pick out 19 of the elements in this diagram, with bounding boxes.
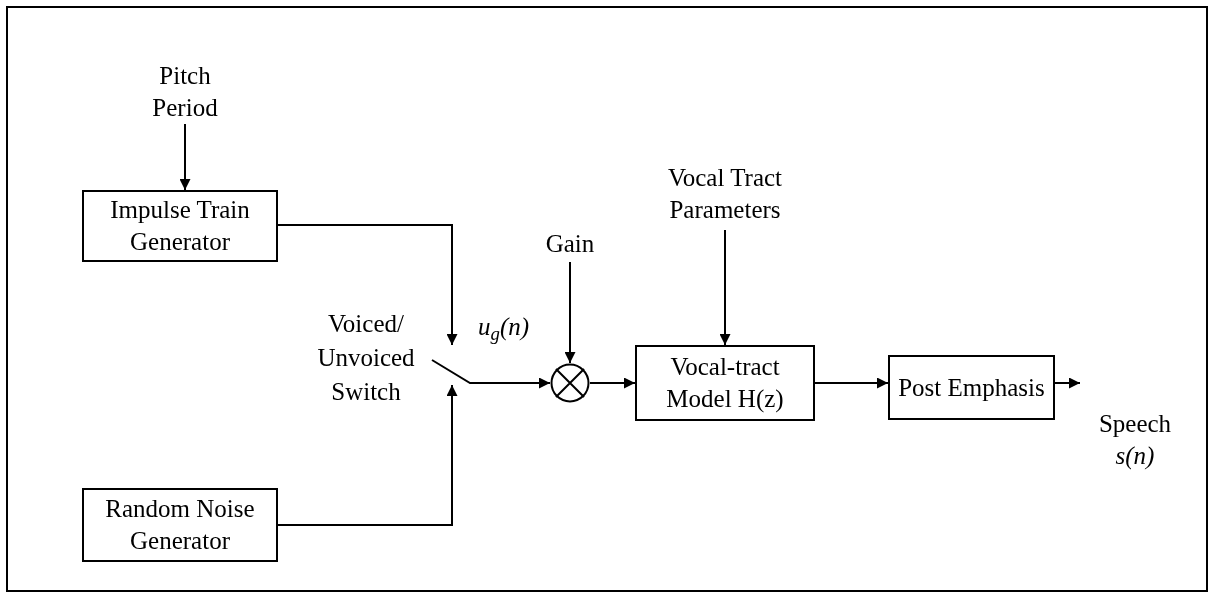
process-box: Post Emphasis <box>888 355 1055 420</box>
arrow <box>179 123 191 191</box>
arrow <box>277 384 458 526</box>
arrow <box>481 377 551 389</box>
input-label: Pitch Period <box>140 60 230 124</box>
input-label: Speech s(n) <box>1080 372 1190 476</box>
process-box: Vocal-tract Model H(z) <box>635 345 815 421</box>
process-box: Impulse Train Generator <box>82 190 278 262</box>
input-label: Gain <box>528 226 612 262</box>
multiplier-circle <box>550 363 590 403</box>
arrow <box>1054 377 1081 389</box>
process-box: Random Noise Generator <box>82 488 278 562</box>
arrow <box>589 377 636 389</box>
input-label: Vocal Tract Parameters <box>632 158 818 230</box>
arrow <box>814 377 889 389</box>
switch-label: Voiced/ Unvoiced Switch <box>316 309 416 407</box>
arrow <box>719 229 731 346</box>
arrow <box>564 261 576 364</box>
arrow <box>277 224 458 346</box>
